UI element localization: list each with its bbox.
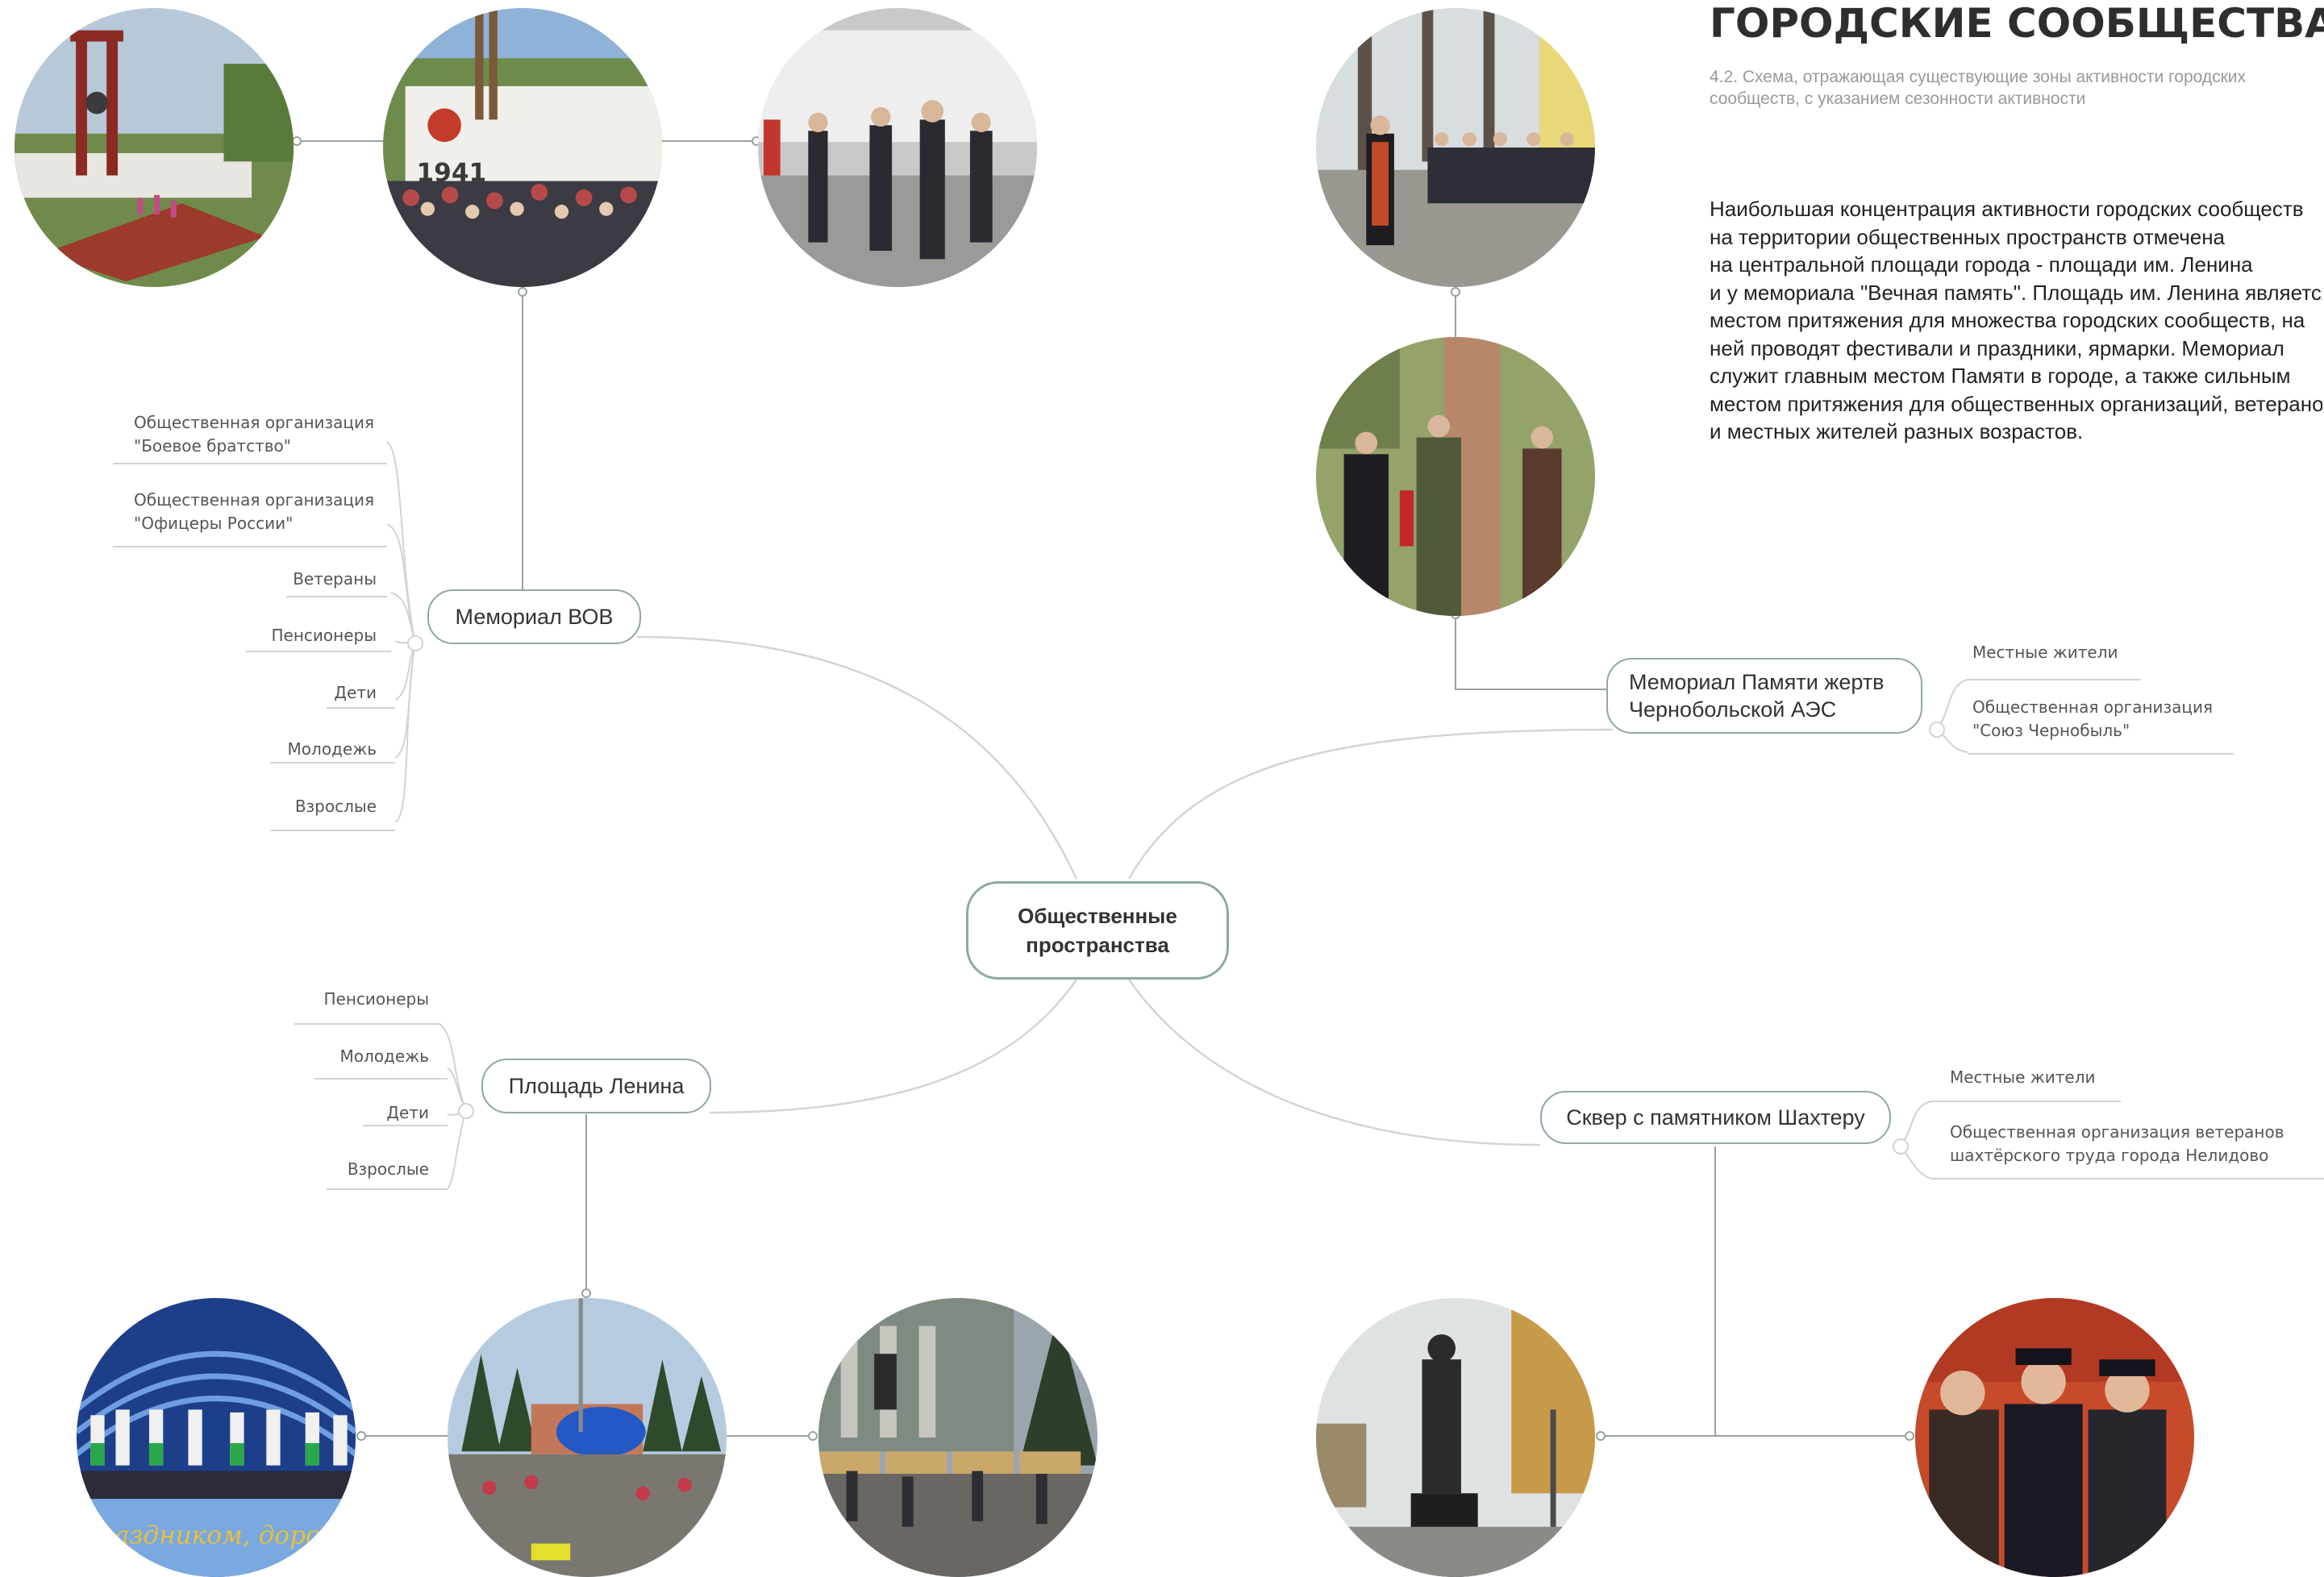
bracket-wov: [386, 441, 416, 823]
leaf-wov-vzroslye: Взрослые: [294, 797, 377, 816]
leaf-lenin-vzroslye: Взрослые: [347, 1159, 429, 1179]
bracket-chernobyl: [1936, 679, 1968, 753]
photo-wov-memorial-ceremony: [758, 8, 1037, 287]
photo-wov-memorial-bell: [15, 8, 294, 287]
bracket-lenin: [439, 1023, 467, 1190]
curve-center-to-chernobyl: [1127, 728, 1614, 880]
leaf-wov-boevoe-bratstvo: Общественная организация "Боевое братств…: [134, 413, 375, 456]
leaf-miner-mestnye-zhiteli: Местные жители: [1950, 1067, 2096, 1087]
leaf-wov-pensionery: Пенсионеры: [271, 626, 377, 645]
central-node-line-1: Общественные: [1018, 904, 1177, 928]
central-node[interactable]: Общественные пространства: [966, 881, 1229, 980]
underlines-lenin: [294, 1023, 448, 1190]
photo-wov-memorial-crowd: 1941: [383, 8, 662, 287]
leaf-wov-ofitsery-rossii: Общественная организация "Офицеры России…: [134, 490, 375, 533]
node-chernobyl-memorial[interactable]: Мемориал Памяти жертв Чернобольской АЭС: [1606, 658, 1922, 734]
node-chernobyl-line-2: Чернобольской АЭС: [1629, 697, 1837, 722]
photo-miner-monument: [1316, 1298, 1595, 1577]
leaf-wov-molodezh: Молодежь: [287, 739, 377, 759]
photo-lenin-square-concert: праздником, дорогие не: [77, 1298, 356, 1577]
central-node-line-2: пространства: [1026, 933, 1169, 957]
underlines-miner: [1931, 1101, 2324, 1180]
node-lenin-square-label: Площадь Ленина: [508, 1073, 685, 1098]
underlines-wov: [113, 463, 395, 831]
curve-center-to-miner-square: [1127, 979, 1541, 1146]
curve-center-to-memorial-wov: [636, 635, 1078, 880]
leaf-lenin-pensionery: Пенсионеры: [323, 989, 429, 1009]
node-miner-square-label: Сквер с памятником Шахтеру: [1566, 1105, 1865, 1130]
leaf-wov-veterany: Ветераны: [293, 569, 377, 589]
leaf-lenin-molodezh: Молодежь: [339, 1046, 429, 1066]
page-subtitle: 4.2. Схема, отражающая существующие зоны…: [1710, 68, 2247, 108]
node-memorial-wov[interactable]: Мемориал ВОВ: [427, 589, 641, 644]
curve-center-to-lenin-square: [709, 979, 1078, 1114]
photo-lenin-square-festival: [448, 1298, 727, 1577]
node-memorial-wov-label: Мемориал ВОВ: [455, 604, 614, 629]
photo-chernobyl-priest: [1316, 8, 1595, 287]
leaf-wov-deti: Дети: [334, 683, 377, 702]
node-miner-square[interactable]: Сквер с памятником Шахтеру: [1540, 1091, 1891, 1144]
photo-chernobyl-ceremony: [1316, 337, 1595, 616]
leaf-chernobyl-soyuz-chernobyl: Общественная организация "Союз Чернобыль…: [1972, 697, 2214, 740]
node-lenin-square[interactable]: Площадь Ленина: [481, 1059, 711, 1113]
description-paragraph: Наибольшая концентрация активности город…: [1710, 197, 2322, 443]
leaf-chernobyl-mestnye-zhiteli: Местные жители: [1972, 643, 2118, 662]
photo-miner-veterans: [1915, 1298, 2194, 1577]
photo-lenin-square-fair: [818, 1298, 1097, 1577]
node-chernobyl-line-1: Мемориал Памяти жертв: [1629, 670, 1885, 694]
leaf-miner-veterans-org: Общественная организация ветеранов шахтё…: [1950, 1122, 2284, 1165]
underlines-chernobyl: [1968, 679, 2234, 755]
page-title: ГОРОДСКИЕ СООБЩЕСТВА: [1710, 0, 2324, 47]
leaf-lenin-deti: Дети: [386, 1103, 429, 1122]
